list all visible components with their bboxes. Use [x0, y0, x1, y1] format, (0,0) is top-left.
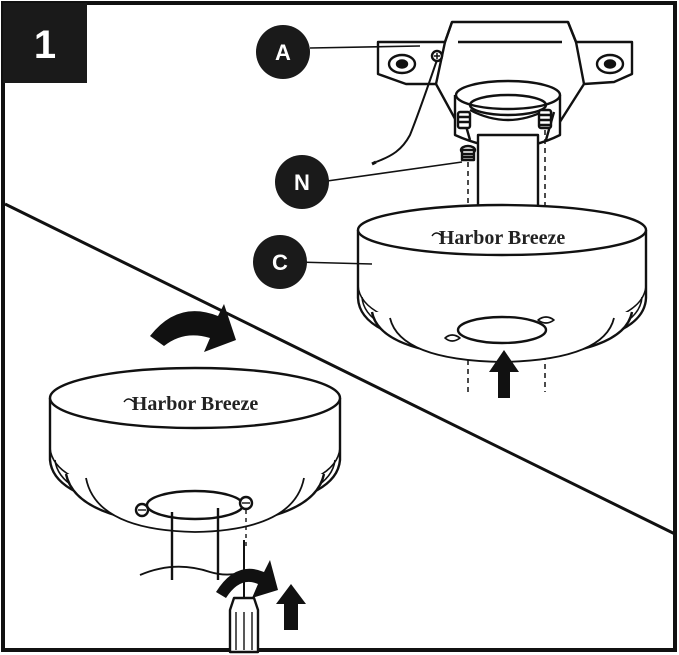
brand-swash-bottom: [123, 398, 135, 403]
callout-n-label: N: [294, 170, 310, 195]
canopy-bottom: [48, 366, 342, 533]
bottom-panel: Harbor Breeze: [48, 304, 342, 654]
callout-a-label: A: [275, 40, 291, 65]
downrod: [476, 133, 540, 212]
callout-c-label: C: [272, 250, 288, 275]
panel-divider: [4, 202, 676, 536]
downrod-bottom: [170, 508, 220, 580]
canopy-top-brand: Harbor Breeze: [439, 227, 566, 249]
screw-n: [459, 144, 477, 162]
brand-swash-top: [431, 232, 443, 237]
top-panel: Harbor Breeze: [356, 20, 648, 398]
up-arrow-icon: [489, 350, 519, 398]
step-number: 1: [34, 23, 56, 67]
hanger-screw-left: [456, 110, 472, 130]
callout-c: C: [253, 235, 307, 289]
ground-wire-end: [371, 160, 377, 166]
ground-wire: [375, 59, 438, 163]
screwdriver-icon: [228, 540, 260, 654]
callout-leaders: [295, 45, 463, 265]
canopy-top: [356, 203, 648, 363]
up-arrow-icon-bottom: [276, 584, 306, 630]
hanger-screw-right: [537, 108, 553, 130]
callout-n: N: [275, 155, 329, 209]
callout-a: A: [256, 25, 310, 79]
rotate-arrow-small-icon: [216, 560, 278, 598]
step-number-badge: 1: [3, 3, 87, 83]
mounting-bracket: [376, 20, 634, 130]
canopy-bottom-brand: Harbor Breeze: [132, 393, 259, 415]
rotate-arrow-icon: [150, 304, 236, 352]
